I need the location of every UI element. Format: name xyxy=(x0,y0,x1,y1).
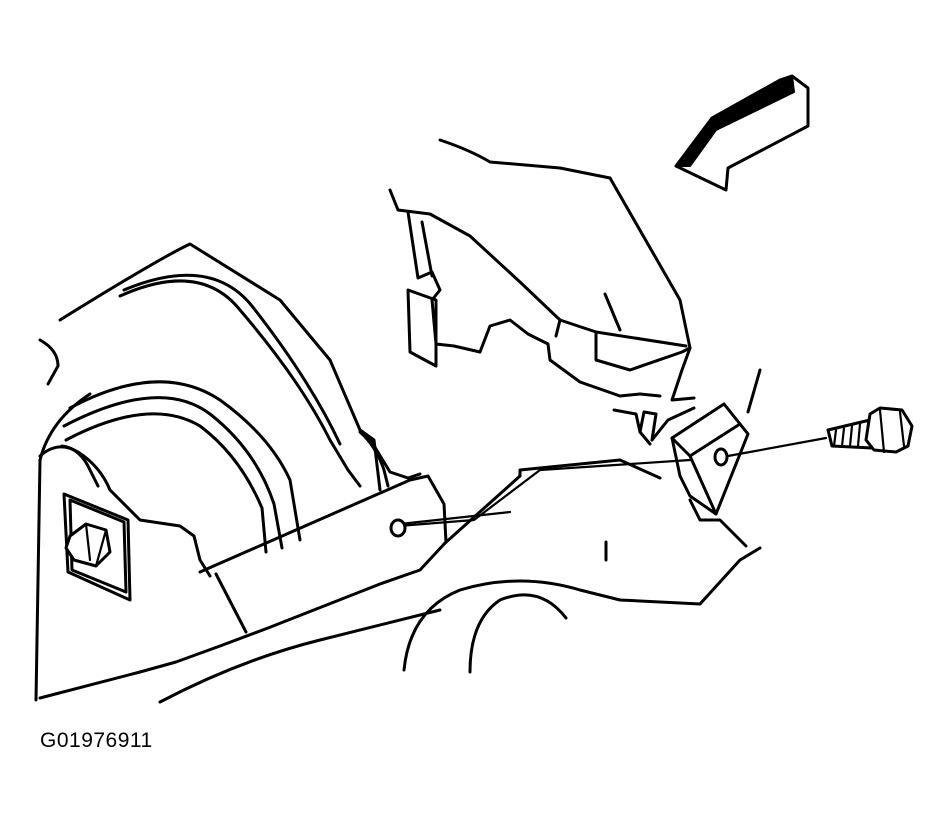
bracket-bolt-hole xyxy=(713,447,729,467)
body-panel xyxy=(388,138,762,446)
nut-icon xyxy=(64,522,112,568)
frame-rail xyxy=(38,458,762,704)
direction-arrow-icon xyxy=(674,74,810,192)
alignment-lines xyxy=(396,436,828,528)
figure-id-label: G01976911 xyxy=(40,729,153,752)
bolt-icon xyxy=(826,406,914,454)
rail-bolt-hole xyxy=(389,518,407,538)
tank-housing xyxy=(34,242,422,702)
mounting-bracket xyxy=(670,402,750,516)
